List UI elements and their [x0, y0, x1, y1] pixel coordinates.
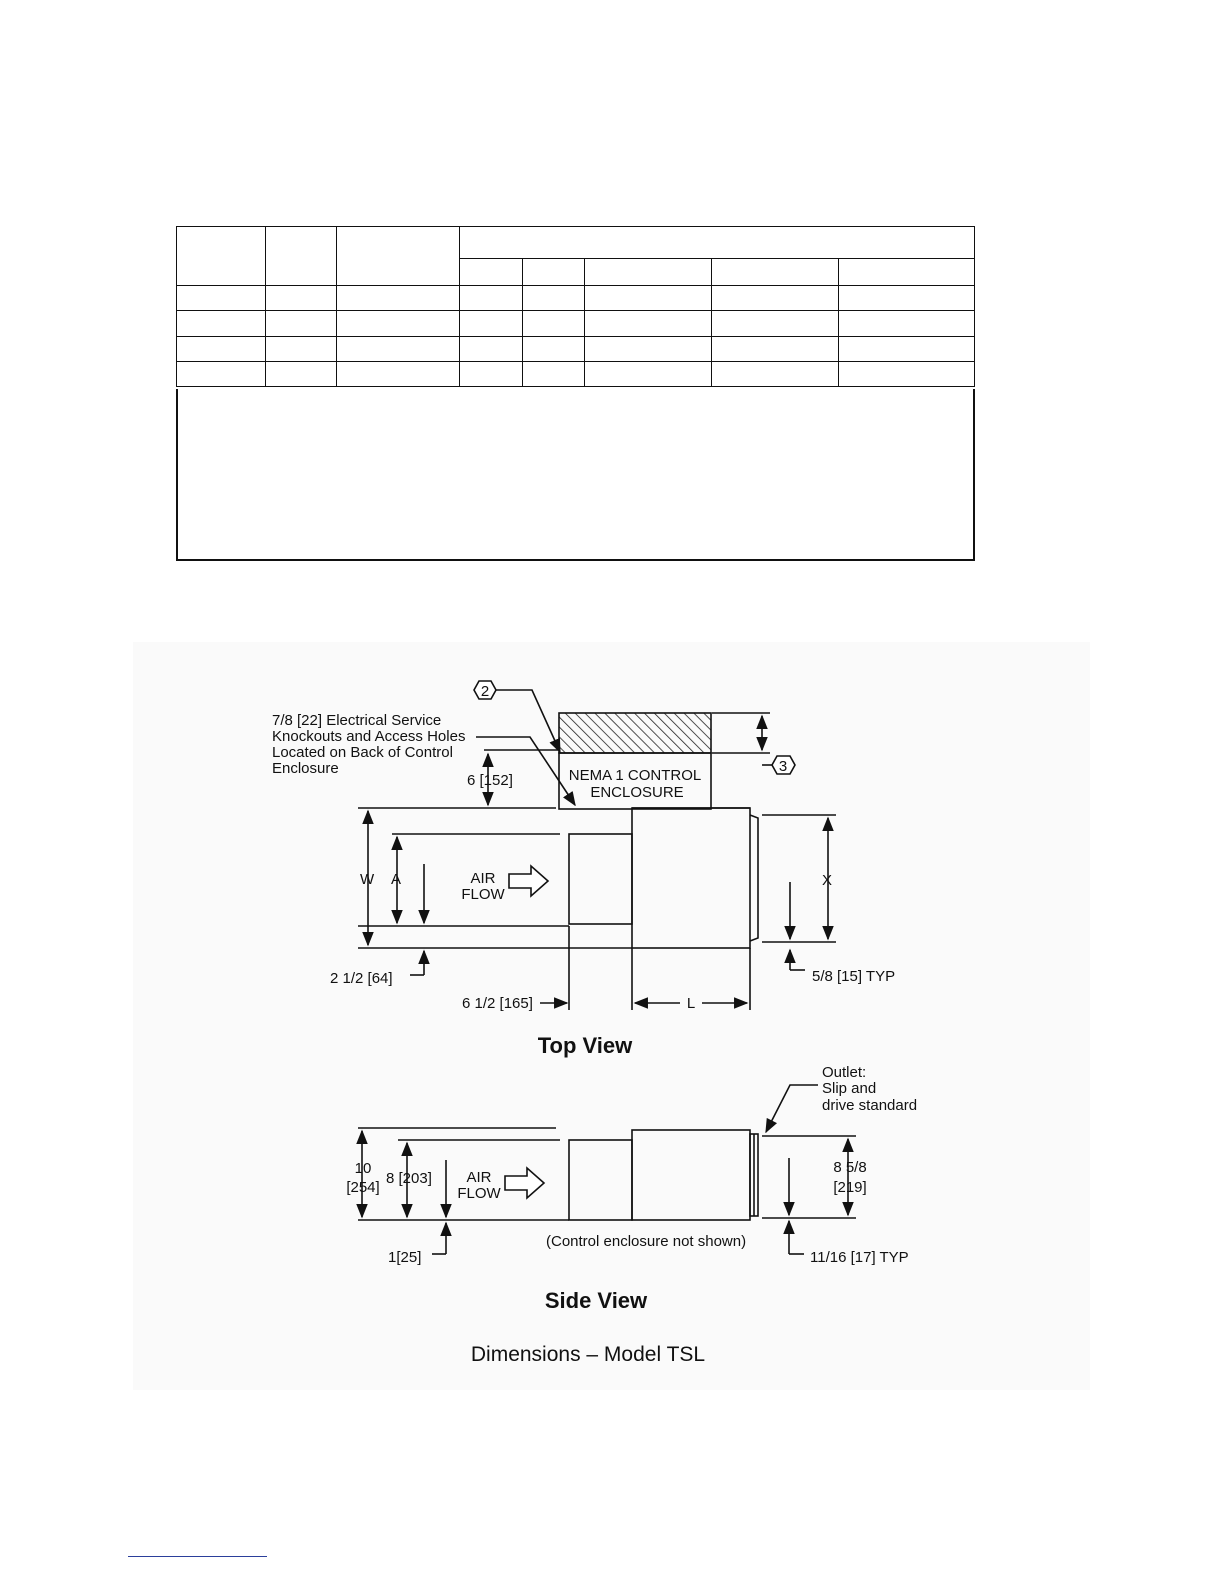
footnote-rule	[128, 1556, 267, 1557]
side-view-caption: Side View	[545, 1288, 648, 1313]
control-not-shown-note: (Control enclosure not shown)	[546, 1233, 746, 1250]
inlet-collar-top	[568, 833, 633, 925]
dim-8-5-8: [219]	[833, 1179, 866, 1196]
knockouts-note-line: Located on Back of Control	[272, 744, 453, 761]
air-flow-label: AIR	[466, 1169, 491, 1186]
dim-2-1-2: 2 1/2 [64]	[330, 970, 393, 987]
enclosure-label: NEMA 1 CONTROL	[569, 767, 702, 784]
dim-x: X	[822, 872, 832, 889]
air-flow-label: FLOW	[457, 1185, 501, 1202]
dim-5-8: 5/8 [15] TYP	[812, 968, 895, 985]
dim-8-5-8: 8 5/8	[833, 1159, 866, 1176]
callout-3-number: 3	[779, 758, 787, 775]
dim-11-16: 11/16 [17] TYP	[810, 1249, 909, 1266]
dim-l: L	[687, 995, 695, 1012]
table-header-cell	[176, 226, 266, 286]
table-header-cell	[336, 226, 460, 286]
outlet-note-line: drive standard	[822, 1097, 917, 1114]
table-notes-box	[176, 389, 975, 561]
enclosure-cover-hatched	[558, 712, 712, 754]
knockouts-note-line: Enclosure	[272, 760, 339, 777]
inlet-collar-side	[568, 1139, 633, 1221]
outlet-leader	[765, 1084, 818, 1134]
top-view-caption: Top View	[538, 1033, 633, 1058]
callout-2-number: 2	[481, 683, 489, 700]
dim-1-25: 1[25]	[388, 1249, 421, 1266]
knockout-leader	[476, 736, 576, 807]
air-flow-arrow-top	[508, 864, 550, 898]
figure-caption: Dimensions – Model TSL	[471, 1343, 705, 1366]
dim-a: A	[391, 871, 401, 888]
dim-6-1-2: 6 1/2 [165]	[462, 995, 533, 1012]
table-header-cell	[838, 258, 975, 286]
callout-2-leader	[496, 689, 561, 754]
outlet-note-line: Outlet:	[822, 1064, 866, 1081]
dim-6-152: 6 [152]	[467, 772, 513, 789]
air-flow-arrow-side	[504, 1166, 546, 1200]
enclosure-label: ENCLOSURE	[590, 784, 683, 801]
knockouts-note-line: 7/8 [22] Electrical Service	[272, 712, 441, 729]
figure-background	[133, 642, 1090, 1390]
callout-3-hexagon	[771, 755, 796, 775]
table-row	[176, 336, 975, 362]
outlet-note-line: Slip and	[822, 1080, 876, 1097]
table-header-cell	[522, 258, 585, 286]
dim-8-203: 8 [203]	[386, 1170, 432, 1187]
air-flow-label: AIR	[470, 870, 495, 887]
table-header-cell	[584, 258, 712, 286]
outlet-flange-top	[749, 814, 759, 942]
air-flow-label: FLOW	[461, 886, 505, 903]
dim-10: [254]	[346, 1179, 379, 1196]
dimensions-table	[176, 226, 975, 387]
table-row	[176, 361, 975, 387]
knockouts-note-line: Knockouts and Access Holes	[272, 728, 465, 745]
dim-10: 10	[355, 1160, 372, 1177]
dim-w: W	[360, 871, 375, 888]
